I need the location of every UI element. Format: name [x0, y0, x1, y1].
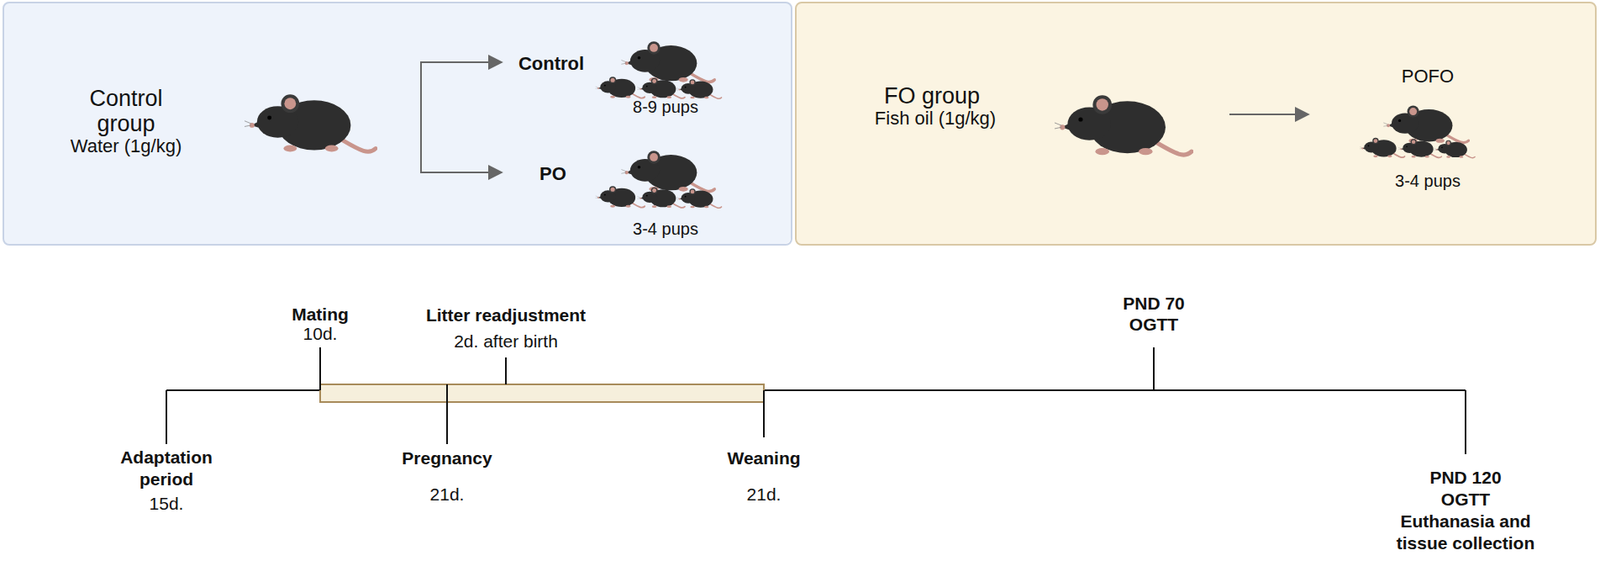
group-panel: FO groupFish oil (1g/kg) POFO 3-4 pups	[794, 1, 1597, 246]
litter-group: PO 3-4 pups	[505, 134, 746, 241]
timeline-event: Weaning	[726, 447, 800, 469]
node-note: Fish oil (1g/kg)	[874, 107, 996, 130]
litter-group: POFO 3-4 pups	[1350, 58, 1511, 195]
timeline-event: OGTT	[1129, 313, 1179, 336]
timeline-duration: 10d.	[303, 322, 338, 345]
timeline-duration: 15d.	[149, 492, 185, 515]
timeline-event: PND 70	[1122, 292, 1185, 315]
timeline-duration: 21d.	[747, 483, 782, 506]
timeline-event: Euthanasia and tissue collection	[1384, 510, 1548, 554]
timeline-event: OGTT	[1441, 488, 1490, 511]
node-heading: POFO	[1401, 65, 1454, 88]
node-note: Water (1g/kg)	[70, 135, 182, 158]
timeline-event: Litter readjustment	[426, 304, 586, 327]
timeline-event: Pregnancy	[401, 447, 492, 469]
group-panel: Control groupWater (1g/kg) Control 8-9 pup…	[2, 1, 793, 246]
node-note: 3-4 pups	[632, 218, 699, 239]
node-heading: FO group	[884, 83, 980, 109]
node-note: 3-4 pups	[1394, 170, 1461, 191]
node-note: 8-9 pups	[632, 96, 699, 117]
node-heading: Control	[518, 52, 585, 75]
timeline-duration: 21d.	[430, 483, 465, 506]
timeline-event: Mating	[291, 303, 349, 326]
timeline-event: Adaptation period	[110, 446, 224, 490]
litter-group: Control 8-9 pups	[505, 26, 746, 122]
timeline-duration: 2d. after birth	[453, 330, 558, 353]
node-heading: Control group	[63, 85, 190, 137]
timeline-event: PND 120	[1429, 466, 1501, 489]
node-heading: PO	[539, 163, 567, 185]
